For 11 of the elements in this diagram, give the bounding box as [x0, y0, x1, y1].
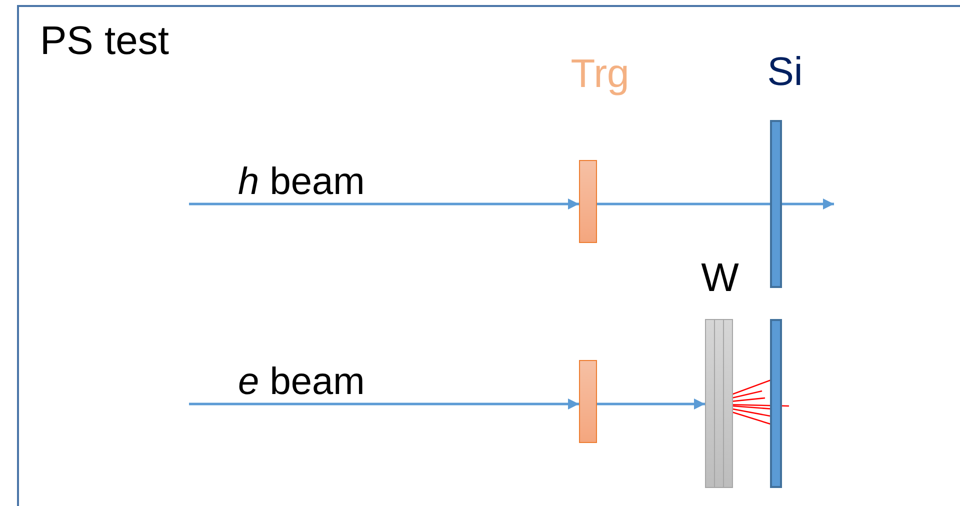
beam-arrow — [189, 398, 579, 410]
beam-arrow — [597, 198, 834, 210]
edge-label: h beam — [238, 163, 365, 201]
test-panel — [17, 5, 960, 506]
absorber-label: W — [701, 258, 739, 298]
panel-title: PS test — [40, 21, 169, 61]
target-label: Trg — [570, 54, 630, 94]
beam-arrow — [597, 398, 705, 410]
detector-label: Si — [767, 52, 803, 92]
edge-label: e beam — [238, 363, 365, 401]
beam-arrow — [189, 198, 579, 210]
